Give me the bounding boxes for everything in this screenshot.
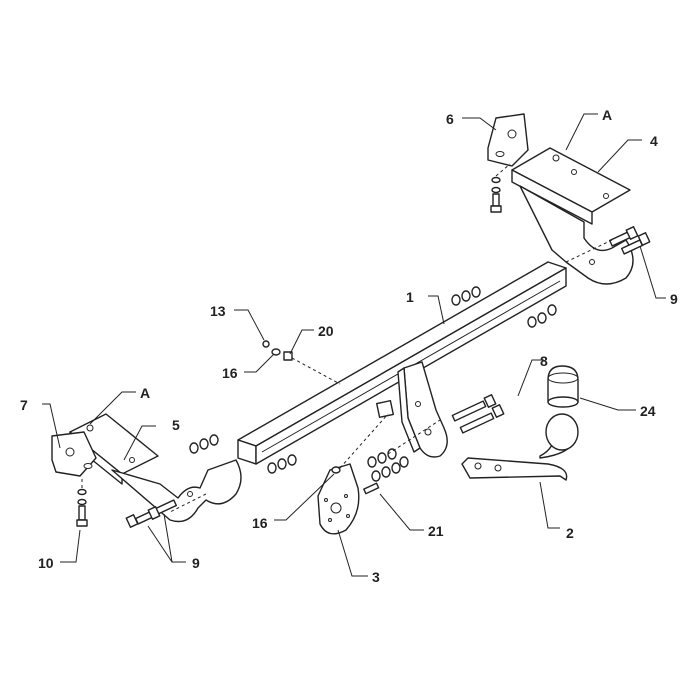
- callout-24: 24: [640, 403, 656, 419]
- callout-16-upper: 16: [222, 365, 238, 381]
- callout-9-left: 9: [192, 555, 200, 571]
- leader-lines: [42, 113, 666, 577]
- callout-2: 2: [566, 525, 574, 541]
- right-small-bracket: [487, 113, 529, 167]
- callout-20: 20: [318, 323, 334, 339]
- tow-ball-cover: [547, 365, 579, 408]
- left-side-bracket: [69, 413, 242, 523]
- callout-3: 3: [372, 569, 380, 585]
- tow-ball-arm: [461, 413, 579, 481]
- callout-labels: 1 8 2 3 4 5 6 7 9 9 10 13 16 20 16 21 24…: [20, 107, 678, 585]
- callout-7: 7: [20, 397, 28, 413]
- callout-8: 8: [540, 353, 548, 369]
- assembly-lines: [81, 163, 613, 513]
- callout-13: 13: [210, 303, 226, 319]
- callout-10: 10: [38, 555, 54, 571]
- fasteners: [76, 176, 651, 528]
- square-spacer-plate: [375, 399, 395, 419]
- socket-plate: [317, 463, 360, 535]
- callout-6: 6: [446, 111, 454, 127]
- callout-16-lower: 16: [252, 515, 268, 531]
- callout-5: 5: [172, 417, 180, 433]
- callout-A-left: A: [140, 385, 150, 401]
- right-side-bracket: [511, 147, 634, 285]
- callout-1: 1: [406, 289, 414, 305]
- callout-9-right: 9: [670, 291, 678, 307]
- left-small-bracket: [51, 431, 97, 477]
- callout-4: 4: [650, 133, 658, 149]
- callout-21: 21: [428, 523, 444, 539]
- callout-A-right: A: [602, 107, 612, 123]
- main-cross-beam: [237, 261, 567, 465]
- center-mounting-plate: [397, 361, 448, 458]
